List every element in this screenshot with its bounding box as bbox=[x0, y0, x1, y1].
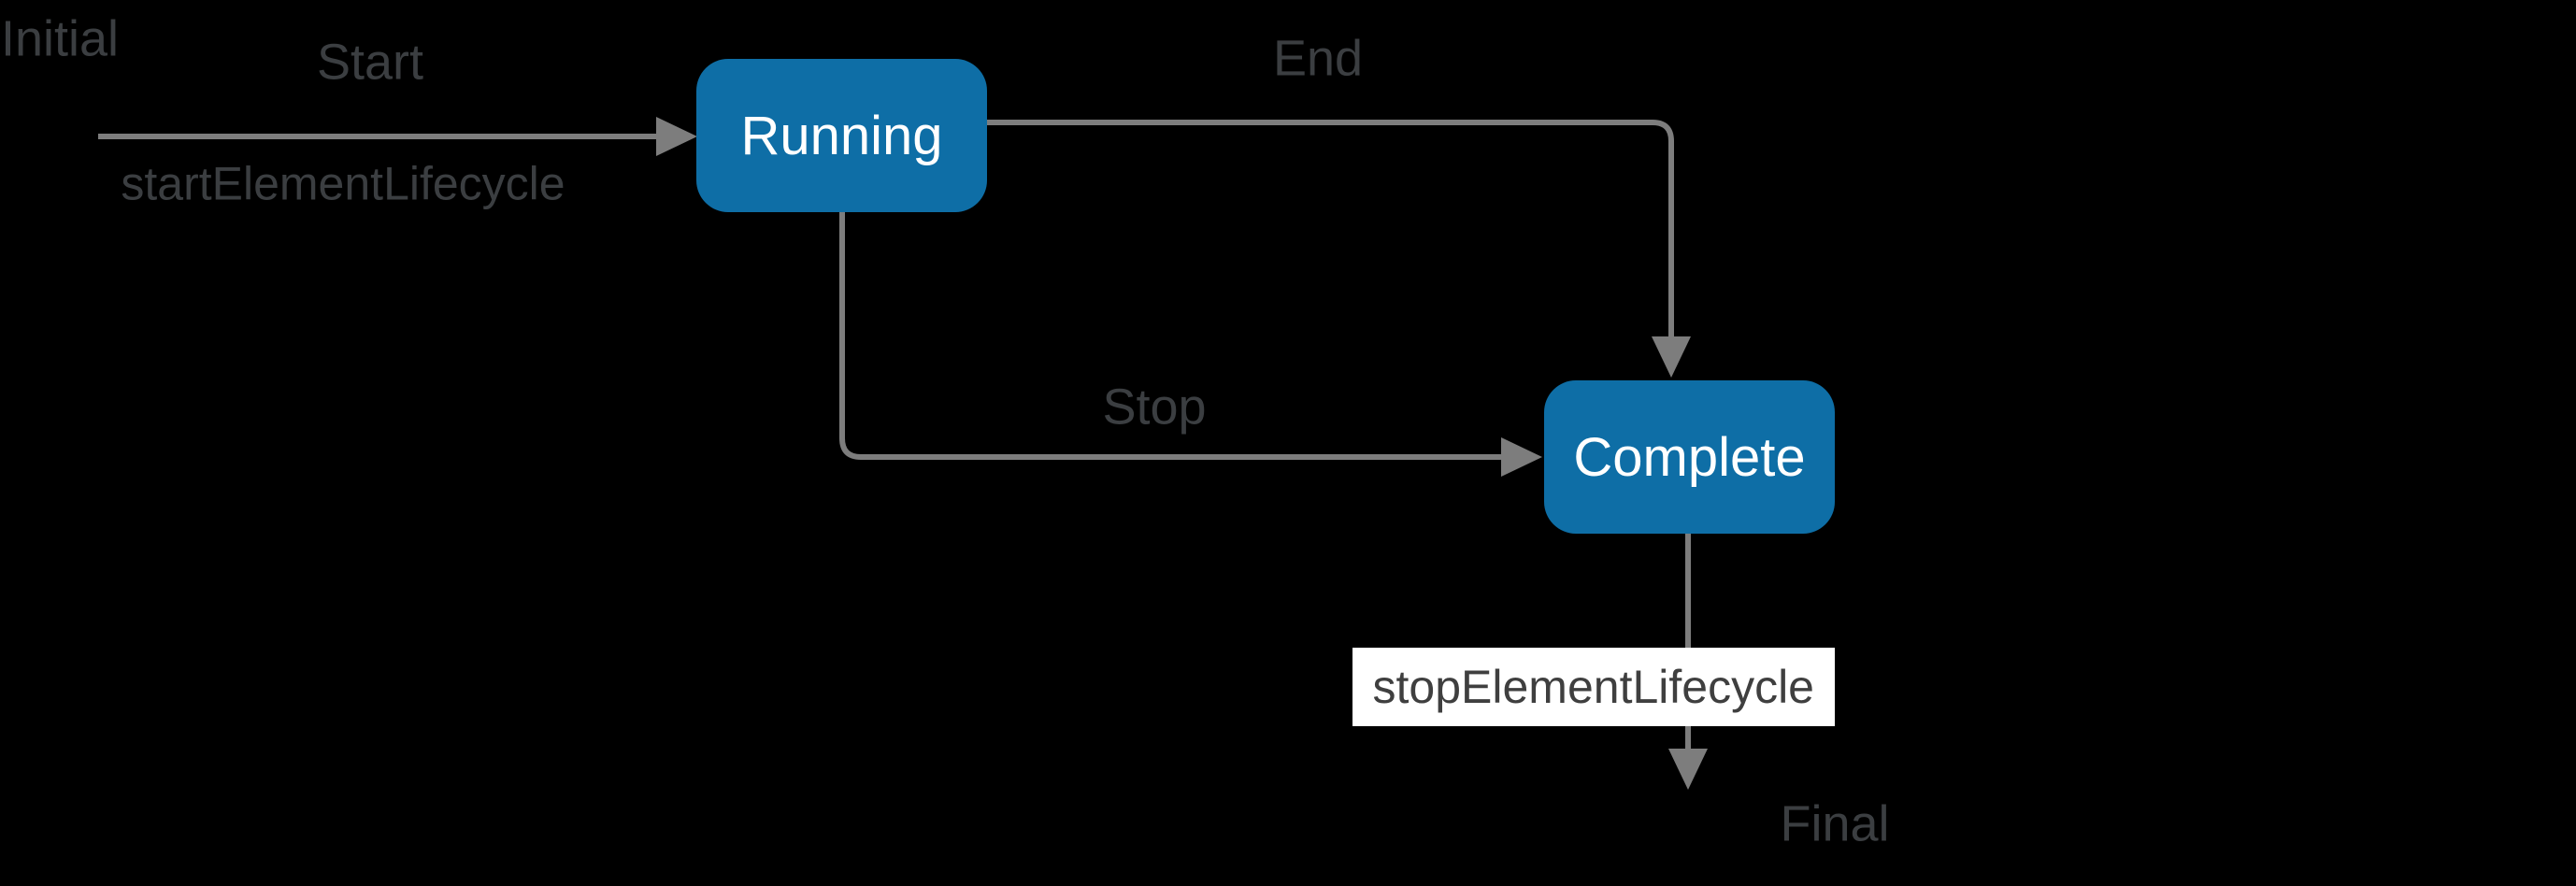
start-arrowhead-icon bbox=[656, 117, 697, 156]
end-transition-label: End bbox=[1272, 30, 1364, 87]
end-arrowhead-icon bbox=[1652, 336, 1691, 378]
end-transition-line bbox=[987, 120, 1674, 336]
state-node-complete-label: Complete bbox=[1573, 426, 1806, 488]
state-node-running-label: Running bbox=[740, 105, 943, 166]
stop-transition-line bbox=[839, 212, 1501, 460]
stop-action-label-box: stopElementLifecycle bbox=[1352, 648, 1835, 726]
final-arrowhead-icon bbox=[1668, 749, 1708, 790]
state-node-running: Running bbox=[696, 59, 987, 212]
initial-pseudostate-label: Initial bbox=[0, 10, 120, 67]
stop-arrowhead-icon bbox=[1501, 437, 1542, 477]
final-pseudostate-label: Final bbox=[1780, 795, 1890, 852]
stop-action-label: stopElementLifecycle bbox=[1372, 661, 1814, 713]
state-node-complete: Complete bbox=[1544, 380, 1835, 534]
start-transition-label: Start bbox=[316, 34, 424, 91]
stop-transition-label: Stop bbox=[1102, 379, 1207, 436]
start-action-label: startElementLifecycle bbox=[121, 157, 565, 210]
